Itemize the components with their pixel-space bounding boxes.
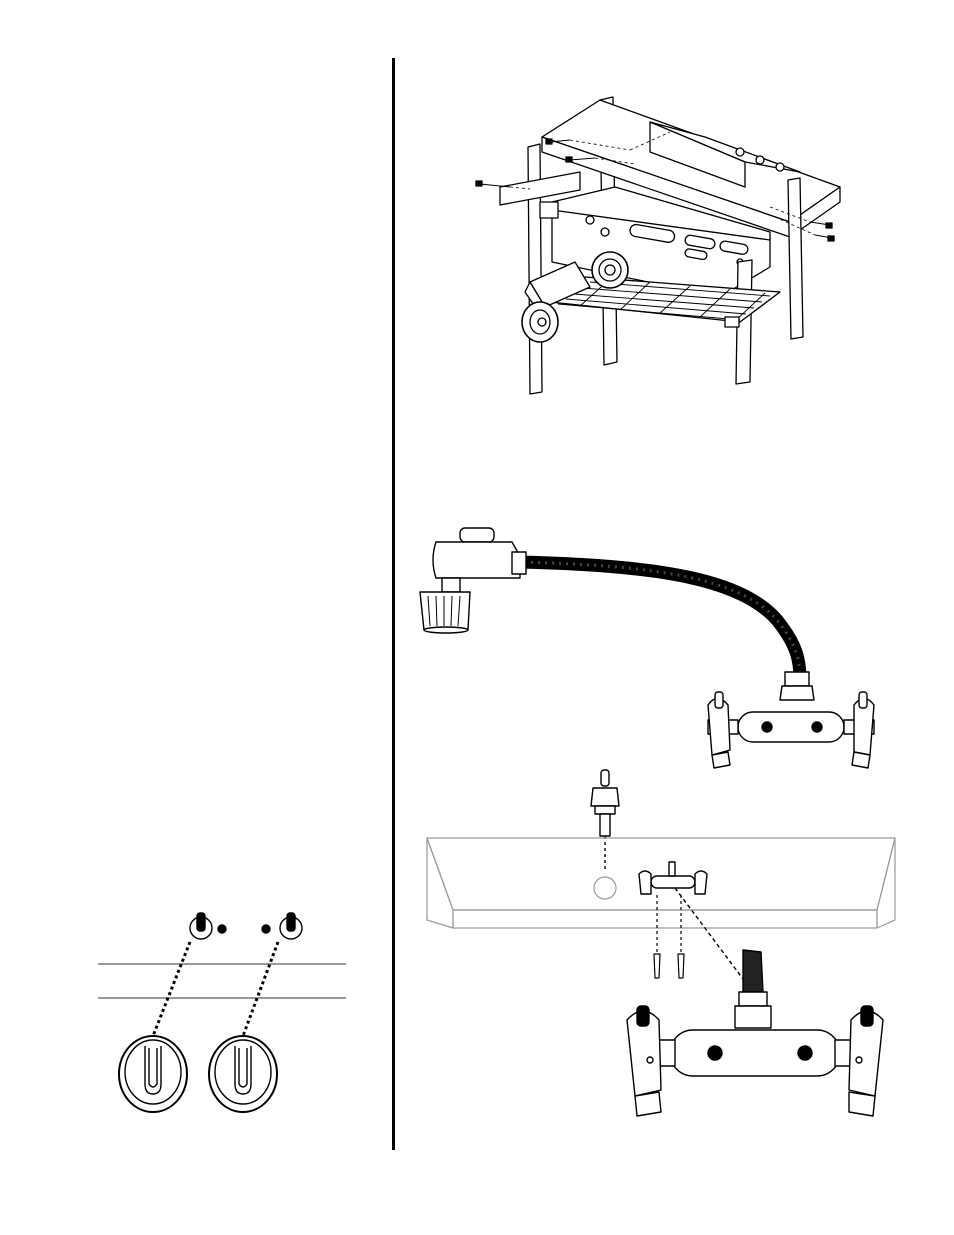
grill-cart-frame-icon: [470, 92, 850, 382]
column-divider: [392, 58, 395, 1150]
control-knobs-icon: [98, 908, 348, 1113]
control-panel-valve-icon: [425, 770, 900, 1125]
regulator-hose-valve-icon: [412, 520, 892, 775]
